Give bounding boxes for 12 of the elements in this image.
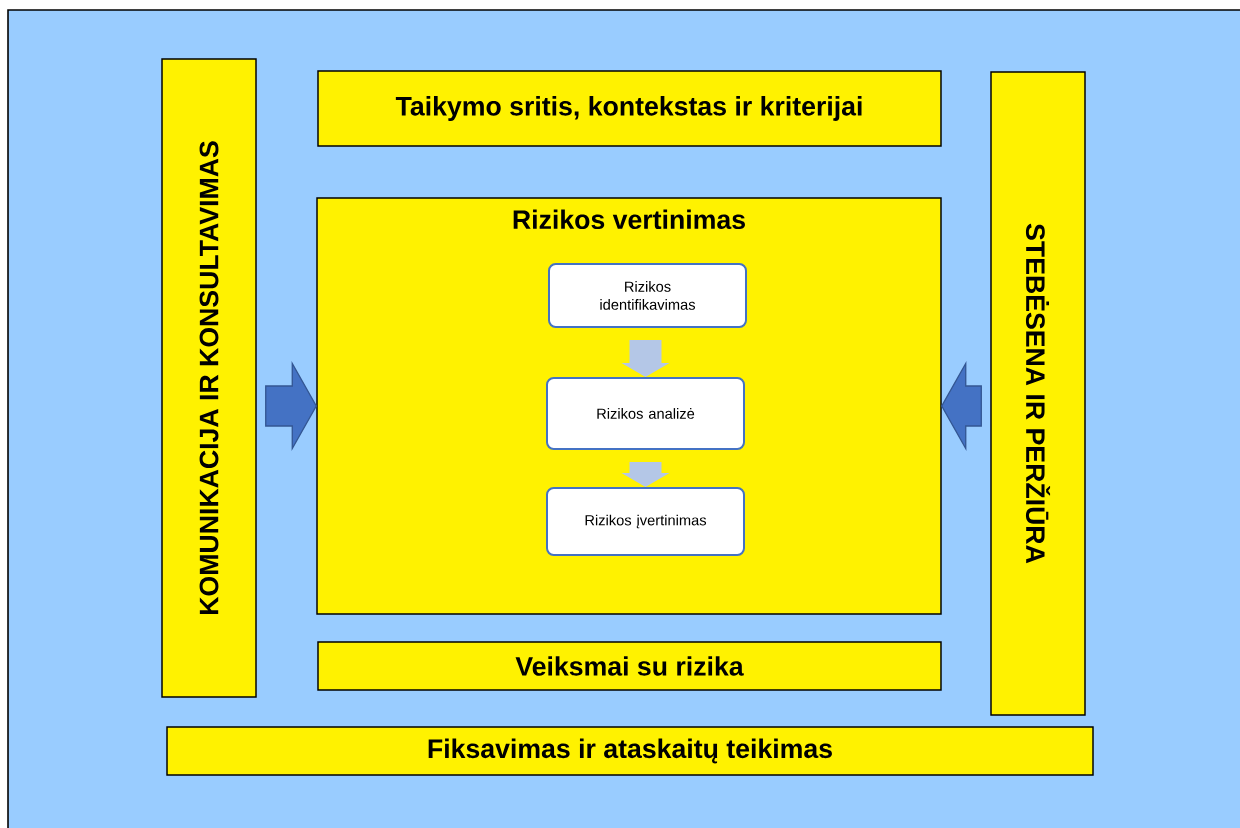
block-arrow [265, 360, 318, 452]
block-arrow [940, 360, 982, 452]
block-arrow [621, 462, 670, 487]
process-band: Taikymo sritis, kontekstas ir kriterijai [317, 70, 942, 147]
process-band: Fiksavimas ir ataskaitų teikimas [166, 726, 1094, 776]
process-box: Rizikos analizė [546, 377, 745, 450]
block-arrow [621, 340, 670, 377]
process-band: Veiksmai su rizika [317, 641, 942, 691]
vertical-band: KOMUNIKACIJA IR KONSULTAVIMAS [161, 58, 257, 698]
process-box: Rizikos identifikavimas [548, 263, 747, 328]
vertical-band: STEBĖSENA IR PERŽIŪRA [990, 71, 1086, 716]
process-box: Rizikos įvertinimas [546, 487, 745, 556]
